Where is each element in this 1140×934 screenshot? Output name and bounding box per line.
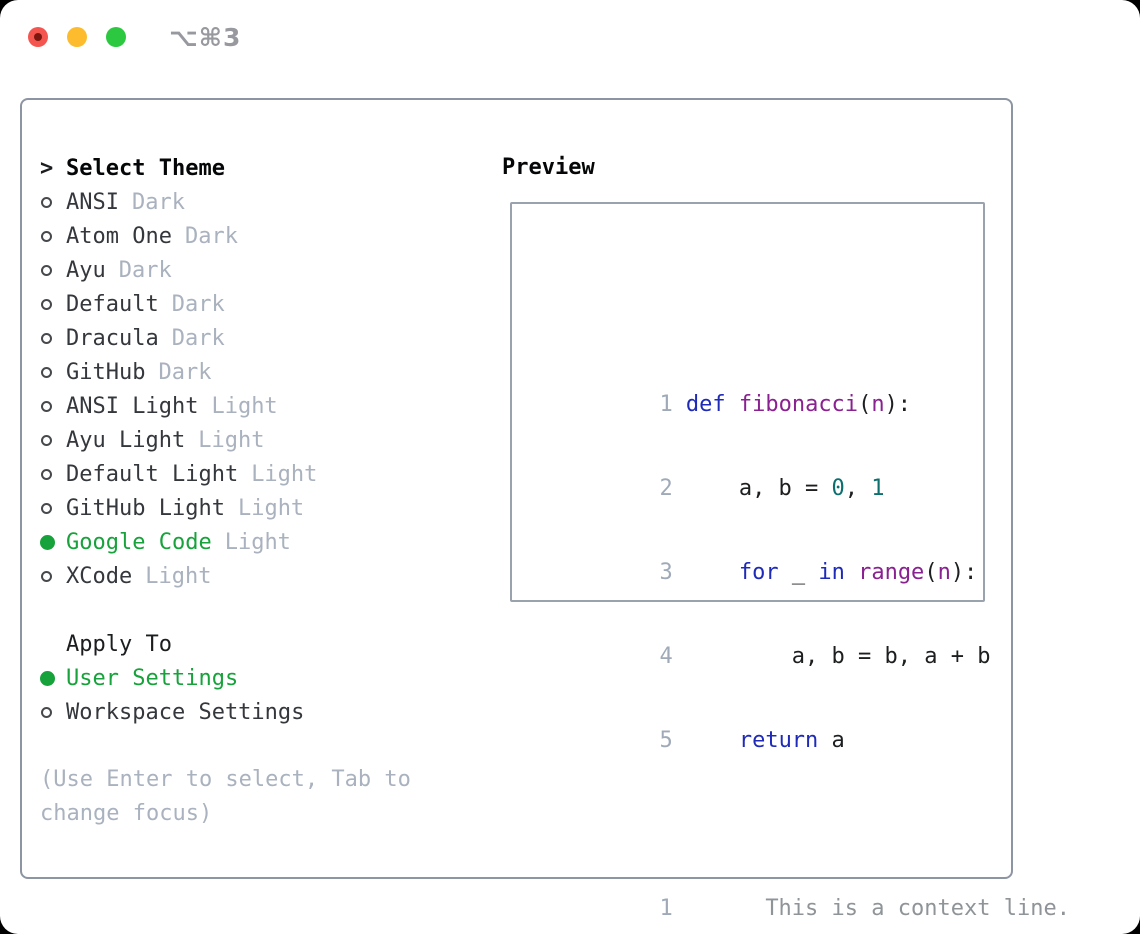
radio-icon (40, 400, 66, 412)
preview-title: Preview (502, 155, 595, 180)
select-theme-header: > Select Theme (40, 151, 411, 185)
theme-option-default-light[interactable]: Default Light Light (40, 457, 411, 491)
radio-icon (40, 434, 66, 446)
minimize-button[interactable] (67, 27, 87, 47)
radio-selected-icon (40, 534, 66, 550)
theme-option-default-dark[interactable]: Default Dark (40, 287, 411, 321)
theme-option-google-code[interactable]: Google Code Light (40, 525, 411, 559)
radio-icon (40, 570, 66, 582)
theme-option-ayu-light[interactable]: Ayu Light Light (40, 423, 411, 457)
close-button[interactable] (28, 27, 48, 47)
code-line: 3 for _ in range(n): (659, 560, 978, 585)
radio-icon (40, 706, 66, 718)
radio-icon (40, 230, 66, 242)
apply-to-header: Apply To (66, 631, 172, 657)
cursor-icon: > (40, 155, 54, 181)
theme-option-github-dark[interactable]: GitHub Dark (40, 355, 411, 389)
theme-picker-panel: > Select Theme ANSI Dark Atom One Dark A… (20, 98, 1070, 921)
radio-icon (40, 332, 66, 344)
radio-selected-icon (40, 670, 66, 686)
window-titlebar: ⌥⌘3 (28, 23, 241, 52)
apply-option-workspace-settings[interactable]: Workspace Settings (40, 695, 411, 729)
theme-option-xcode[interactable]: XCode Light (40, 559, 411, 593)
radio-icon (40, 502, 66, 514)
radio-icon (40, 366, 66, 378)
theme-option-github-light[interactable]: GitHub Light Light (40, 491, 411, 525)
select-theme-title: Select Theme (66, 155, 225, 181)
theme-option-ansi-dark[interactable]: ANSI Dark (40, 185, 411, 219)
code-line: 2 a, b = 0, 1 (659, 476, 885, 501)
radio-icon (40, 298, 66, 310)
diff-context-line: 1 This is a context line. (659, 896, 1070, 921)
code-line: 5 return a (659, 728, 845, 753)
radio-icon (40, 264, 66, 276)
radio-icon (40, 196, 66, 208)
theme-list: > Select Theme ANSI Dark Atom One Dark A… (40, 151, 411, 831)
zoom-button[interactable] (106, 27, 126, 47)
radio-icon (40, 468, 66, 480)
theme-option-dracula-dark[interactable]: Dracula Dark (40, 321, 411, 355)
theme-option-atom-one-dark[interactable]: Atom One Dark (40, 219, 411, 253)
theme-option-ayu-dark[interactable]: Ayu Dark (40, 253, 411, 287)
apply-option-user-settings[interactable]: User Settings (40, 661, 411, 695)
window-shortcut-label: ⌥⌘3 (169, 22, 242, 52)
keyboard-hint-line2: change focus) (40, 801, 213, 826)
code-line: 4 a, b = b, a + b (659, 644, 991, 669)
theme-option-ansi-light[interactable]: ANSI Light Light (40, 389, 411, 423)
keyboard-hint-line1: (Use Enter to select, Tab to (40, 767, 411, 792)
